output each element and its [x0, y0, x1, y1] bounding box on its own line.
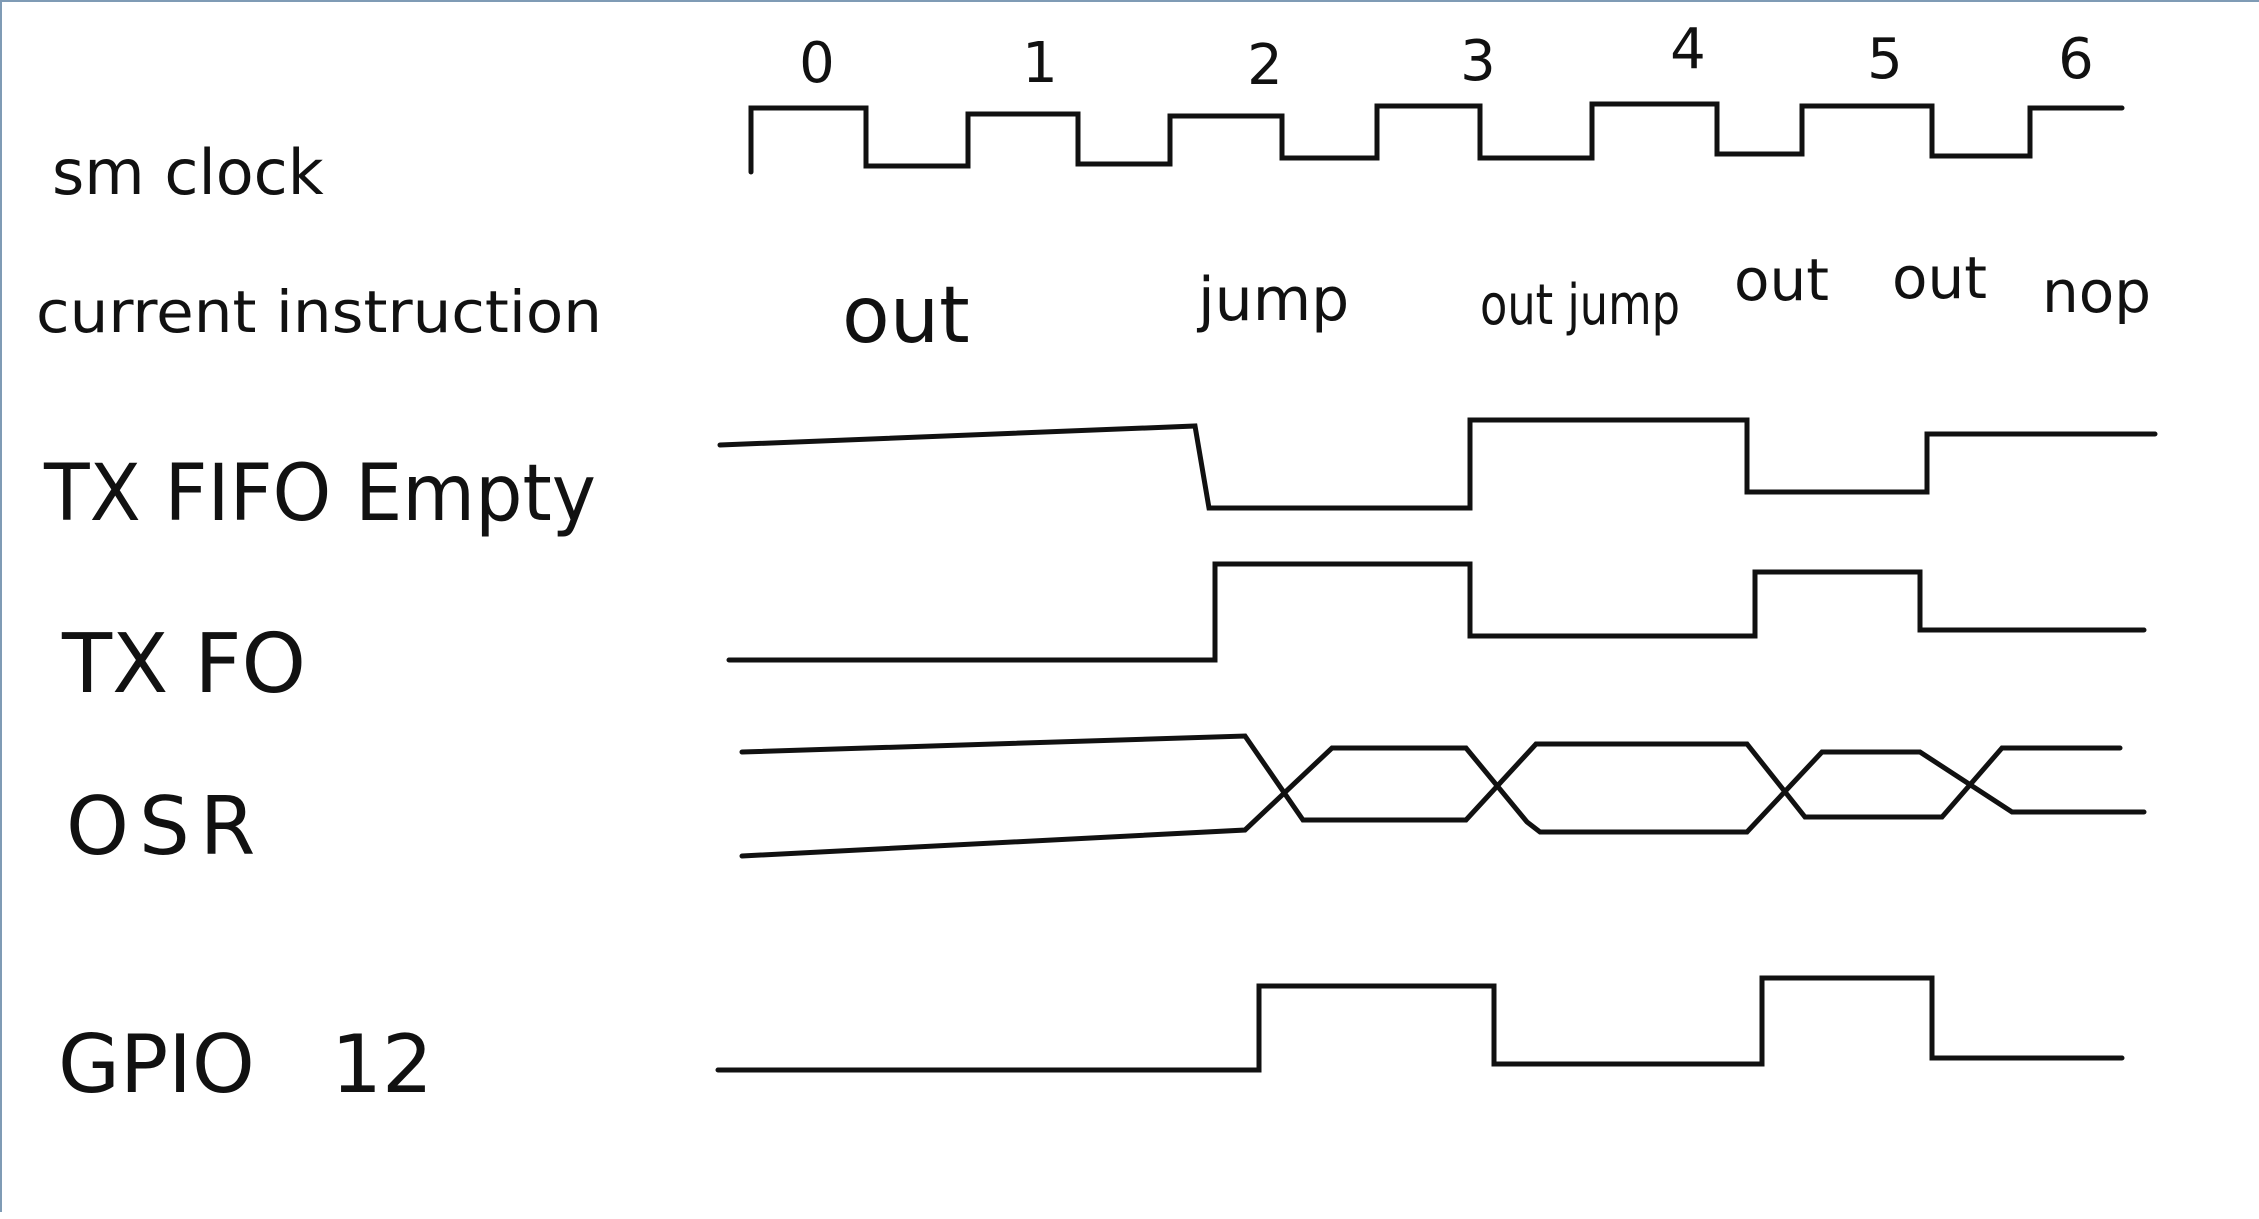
osr-waveform-upper — [739, 733, 2123, 823]
signal-label-osr: OSR — [66, 780, 265, 873]
instruction-out-3: out — [1892, 244, 1987, 312]
cycle-number-4: 4 — [1670, 17, 1706, 82]
cycle-number-labels: 0 1 2 3 4 5 6 — [799, 17, 2094, 98]
signal-label-tx-fifo-empty: TX FIFO Empty — [43, 449, 596, 539]
signal-label-tx-fo: TX FO — [61, 617, 306, 712]
signal-label-current-instruction: current instruction — [36, 278, 602, 346]
tx-fifo-empty-waveform — [717, 417, 2158, 511]
cycle-number-1: 1 — [1022, 31, 1058, 96]
instruction-out-2: out — [1734, 246, 1829, 314]
instruction-nop: nop — [2042, 258, 2151, 326]
signal-labels: sm clock current instruction TX FIFO Emp… — [36, 136, 602, 1111]
waveforms — [715, 101, 2158, 1073]
cycle-number-0: 0 — [799, 31, 835, 96]
instruction-jump-1: jump — [1196, 265, 1349, 335]
cycle-number-6: 6 — [2058, 27, 2094, 92]
instruction-out-jump: out jump — [1480, 273, 1680, 338]
signal-label-sm-clock: sm clock — [52, 136, 324, 209]
sm-clock-waveform — [748, 101, 2125, 175]
osr-waveform-lower — [739, 745, 2147, 859]
instruction-out-1: out — [842, 271, 970, 361]
instruction-labels: out jump out jump out out nop — [842, 244, 2151, 361]
cycle-number-3: 3 — [1460, 29, 1496, 94]
gpio-12-waveform — [715, 975, 2125, 1073]
cycle-number-5: 5 — [1867, 27, 1903, 92]
signal-label-gpio-12: GPIO 12 — [58, 1018, 433, 1111]
cycle-number-2: 2 — [1247, 33, 1283, 98]
tx-fo-waveform — [726, 561, 2147, 663]
